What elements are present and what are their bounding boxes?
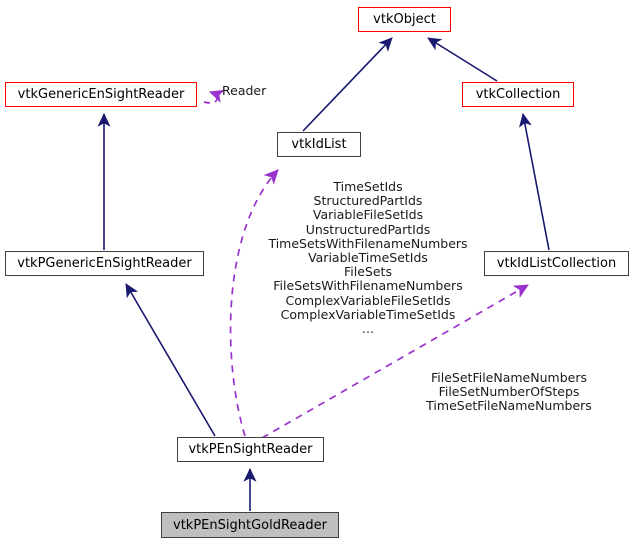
class-node-vtkpgenericensightreader[interactable]: vtkPGenericEnSightReader	[5, 251, 204, 276]
class-node-label: vtkPEnSightGoldReader	[173, 517, 327, 533]
class-node-vtkpensightgoldreader[interactable]: vtkPEnSightGoldReader	[161, 512, 339, 538]
edge-label-line: StructuredPartIds	[313, 193, 423, 209]
edge-label-reader: Reader	[222, 83, 267, 98]
edge-vtkidlistcollection-to-vtkcollection	[518, 113, 550, 251]
edge-label-line: VariableFileSetIds	[312, 207, 424, 223]
class-node-vtkobject[interactable]: vtkObject	[358, 7, 451, 32]
class-node-label: vtkIdListCollection	[496, 256, 617, 271]
class-node-vtkcollection[interactable]: vtkCollection	[462, 82, 574, 107]
edge-label-line: FileSetFileNameNumbers	[431, 370, 587, 385]
edge-vtkgenericensightreader-self-loop	[203, 89, 226, 104]
class-node-label: vtkPEnSightReader	[188, 442, 313, 457]
class-node-vtkidlist[interactable]: vtkIdList	[277, 132, 361, 157]
edge-label-line: TimeSetFileNameNumbers	[426, 398, 592, 414]
edge-label-line: TimeSetsWithFilenameNumbers	[268, 235, 468, 251]
edge-label-line: FileSets	[344, 264, 392, 280]
edge-label-line: FileSetsWithFilenameNumbers	[273, 278, 463, 294]
class-node-label: vtkIdList	[291, 137, 347, 152]
edge-label-line: VariableTimeSetIds	[308, 250, 428, 266]
edge-vtkcollection-to-vtkobject	[427, 37, 498, 82]
edge-label-line: ...	[362, 321, 374, 337]
edge-vtkpensightreader-to-vtkpgenericensightreader	[125, 283, 216, 437]
edge-label-line: ComplexVariableFileSetIds	[285, 292, 451, 308]
class-node-vtkpensightreader[interactable]: vtkPEnSightReader	[177, 437, 324, 462]
edge-label-line: UnstructuredPartIds	[305, 221, 431, 237]
edge-label-line: ComplexVariableTimeSetIds	[280, 306, 456, 322]
edge-label-line: TimeSetIds	[333, 179, 403, 194]
class-node-vtkgenericensightreader[interactable]: vtkGenericEnSightReader	[5, 82, 197, 107]
class-node-label: vtkObject	[373, 12, 436, 27]
edge-vtkidlist-to-vtkobject	[302, 37, 393, 132]
class-node-label: vtkGenericEnSightReader	[17, 87, 185, 102]
edge-label-line: FileSetNumberOfSteps	[438, 384, 580, 400]
class-node-label: vtkPGenericEnSightReader	[17, 256, 192, 271]
class-node-vtkidlistcollection[interactable]: vtkIdListCollection	[484, 251, 629, 276]
class-node-label: vtkCollection	[475, 87, 561, 102]
